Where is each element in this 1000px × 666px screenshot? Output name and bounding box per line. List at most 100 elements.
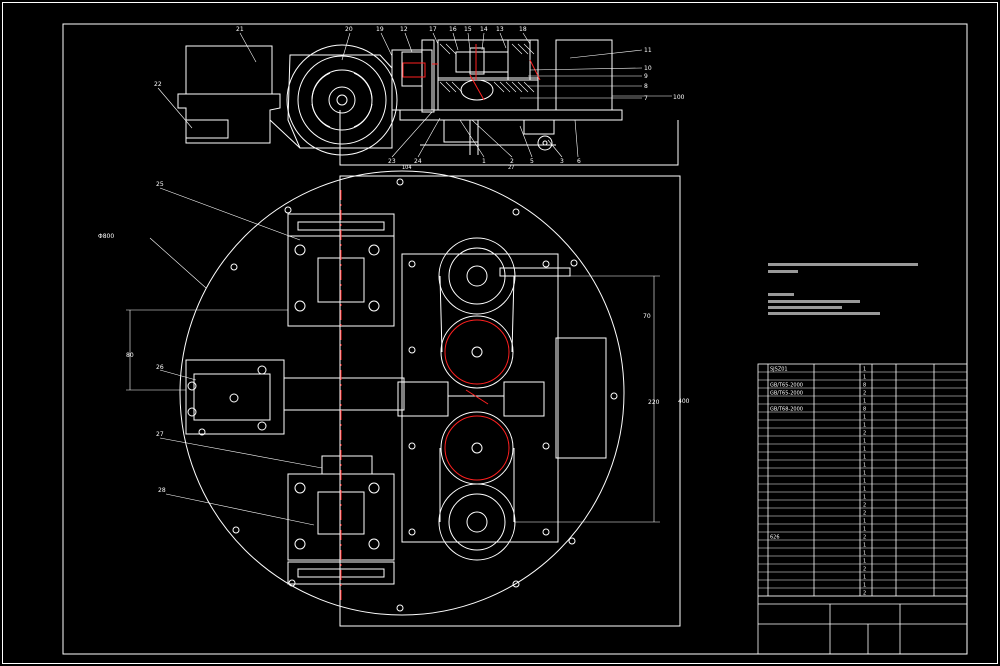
bom-qty: 1 [863, 527, 866, 533]
drawing-frame [62, 23, 968, 655]
bom-qty: 1 [863, 439, 866, 445]
callout-9: 9 [644, 73, 648, 80]
bom-qty: 1 [863, 415, 866, 421]
center-gripper-left [397, 381, 449, 417]
callout-22: 22 [154, 81, 162, 88]
bom-qty: 1 [863, 471, 866, 477]
callout-104: 104 [402, 165, 412, 171]
bom-qty: 1 [863, 375, 866, 381]
note-heading [768, 293, 794, 296]
spring-slot [469, 47, 485, 75]
mid-gripper-inner [193, 373, 271, 421]
hatch-mid [439, 81, 535, 93]
shaft-block [443, 119, 479, 143]
dim-80: 80 [126, 352, 134, 359]
bom-qty: 2 [863, 391, 866, 397]
plan-bolts [187, 178, 618, 612]
note-line-1 [768, 263, 918, 266]
callout-6: 6 [577, 158, 581, 165]
bom-code: GB/T65-2000 [770, 383, 803, 389]
dimension-lines [126, 176, 681, 626]
bom-code: GB/T68-2000 [770, 407, 803, 413]
callout-12: 12 [400, 26, 408, 33]
drum-segments [311, 72, 373, 128]
gear-pinion [401, 51, 423, 87]
callout-100: 100 [673, 94, 685, 101]
frame-bottom [339, 110, 679, 166]
drum-outer [286, 44, 398, 156]
callout-25: 25 [156, 181, 164, 188]
bom-qty: 2 [863, 591, 866, 597]
bom-qty: 1 [863, 479, 866, 485]
callout-27: 27 [156, 431, 164, 438]
plan-hidden [340, 190, 510, 600]
callout-20: 20 [345, 26, 353, 33]
callout-18: 18 [519, 26, 527, 33]
callout-7: 7 [644, 95, 648, 102]
callout-24: 24 [414, 158, 422, 165]
bottom-clamp-tab [321, 455, 373, 475]
roller-top-hub [466, 265, 488, 287]
callout-27-aux: 27 [508, 165, 514, 171]
callout-11: 11 [644, 47, 652, 54]
bom-qty: 1 [863, 447, 866, 453]
bom-outline [757, 363, 968, 655]
bom-qty: 1 [863, 455, 866, 461]
motor-base [177, 93, 281, 144]
column-11 [555, 39, 613, 111]
center-gripper-right [503, 381, 545, 417]
hatch-top [439, 43, 535, 55]
roller-bottom-outer [438, 483, 516, 561]
bom-qty: 1 [863, 551, 866, 557]
bom-qty: 1 [863, 463, 866, 469]
callout-19: 19 [376, 26, 384, 33]
elevation-view [177, 39, 679, 166]
callout-2: 2 [510, 158, 514, 165]
bom-qty: 2 [863, 535, 866, 541]
plan-view [179, 170, 681, 627]
turntable-circle [179, 170, 625, 616]
rail-bracket-top [499, 267, 571, 277]
upper-insert [455, 51, 509, 73]
bom-qty: 1 [863, 423, 866, 429]
base-window [185, 119, 229, 139]
bom-qty: 1 [863, 575, 866, 581]
gear-shaft-housing [421, 39, 435, 113]
motor-box [185, 45, 273, 95]
note-item-2 [768, 306, 842, 309]
drum-axle [336, 94, 348, 106]
note-line-2 [768, 270, 798, 273]
bom-code: GB/T65-2000 [770, 391, 803, 397]
plan-frame-outline [339, 175, 681, 627]
plan-labels: Φ800 25 26 27 28 80 70 220 400 [98, 181, 690, 494]
elevation-hatch [439, 43, 535, 93]
bom-qty: 1 [863, 367, 866, 373]
callout-17: 17 [429, 26, 437, 33]
bed-plate [399, 109, 623, 121]
elevation-callouts: 21 22 20 19 12 17 16 15 14 13 18 11 10 9… [154, 26, 685, 171]
note-item-3 [768, 312, 880, 315]
upper-block [437, 39, 539, 81]
hidden-line-c [469, 74, 485, 101]
callout-3: 3 [560, 158, 564, 165]
mid-gripper-arm [283, 377, 405, 411]
callout-8: 8 [644, 83, 648, 90]
pulley-housing [287, 54, 393, 149]
red-roller-upper [444, 319, 510, 385]
gearbox-body [391, 49, 433, 111]
roller-upper-hub [471, 346, 483, 358]
callout-26: 26 [156, 364, 164, 371]
drum-mid [297, 55, 387, 145]
bom-qty: 2 [863, 503, 866, 509]
note-item-1 [768, 300, 860, 303]
roller-top-mid [448, 247, 506, 305]
bom-qty: 1 [863, 519, 866, 525]
label-phi800: Φ800 [98, 233, 114, 240]
callout-5: 5 [530, 158, 534, 165]
red-roller-lower [444, 415, 510, 481]
drum-hub [328, 86, 356, 114]
bearing-roller [537, 135, 553, 151]
